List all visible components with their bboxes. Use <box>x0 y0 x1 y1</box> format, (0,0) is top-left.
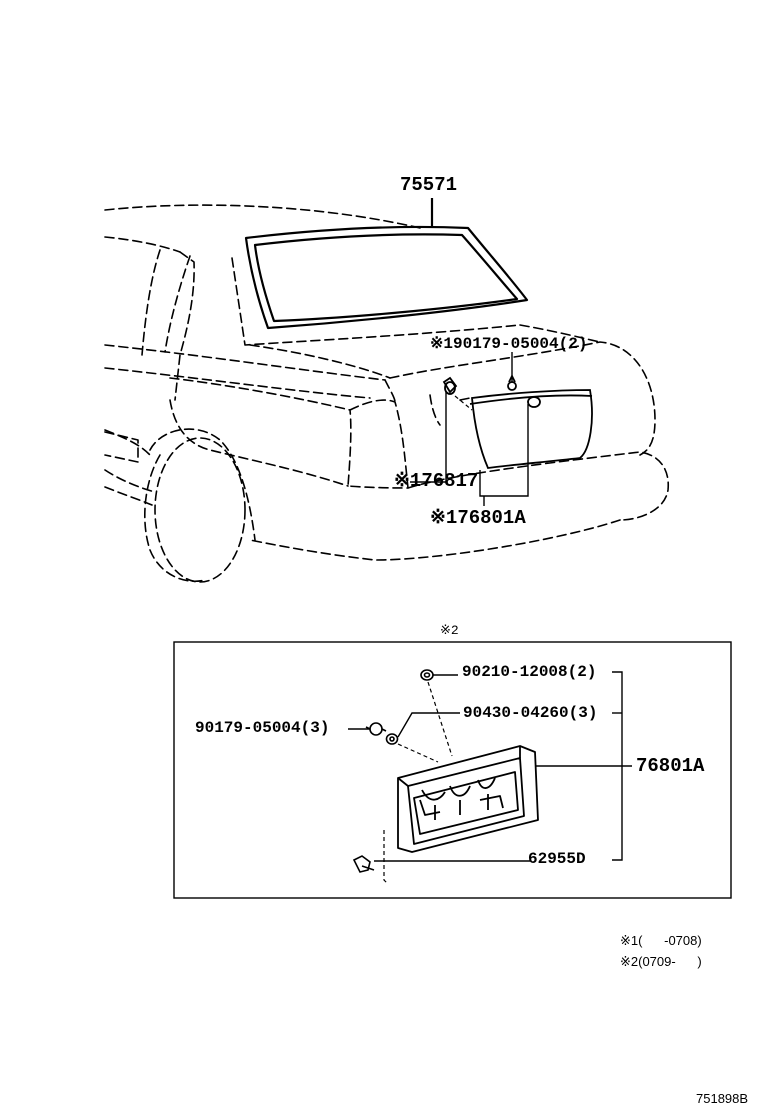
note-2: ※2(0709- ) <box>620 954 702 969</box>
label-62955D: 62955D <box>528 850 586 868</box>
license-garnish <box>442 373 593 469</box>
detail-box <box>173 641 732 899</box>
label-90179-05004-detail: 90179-05004(3) <box>195 719 330 737</box>
leader-dashed-top <box>454 395 473 411</box>
garnish-detail-drawing <box>397 745 539 853</box>
label-90179-05004-top: ※190179-05004(2) <box>430 335 588 353</box>
label-90430-04260: 90430-04260(3) <box>463 704 598 722</box>
note-1: ※1( -0708) <box>620 933 702 948</box>
label-detail-marker: ※2 <box>440 623 459 638</box>
car-body-outline <box>104 204 669 583</box>
leader-dashed-detail <box>383 681 453 885</box>
drawing-id: 751898B <box>696 1091 749 1106</box>
weatherstrip-75571 <box>244 198 529 330</box>
label-76801A-top: ※176801A <box>430 507 526 529</box>
label-76817: ※176817 <box>394 470 479 492</box>
label-76801A-detail: 76801A <box>636 755 705 777</box>
label-75571: 75571 <box>400 174 458 196</box>
leader-lines-top <box>410 352 529 506</box>
label-90210-12008: 90210-12008(2) <box>462 663 597 681</box>
leader-lines-detail <box>348 671 632 862</box>
